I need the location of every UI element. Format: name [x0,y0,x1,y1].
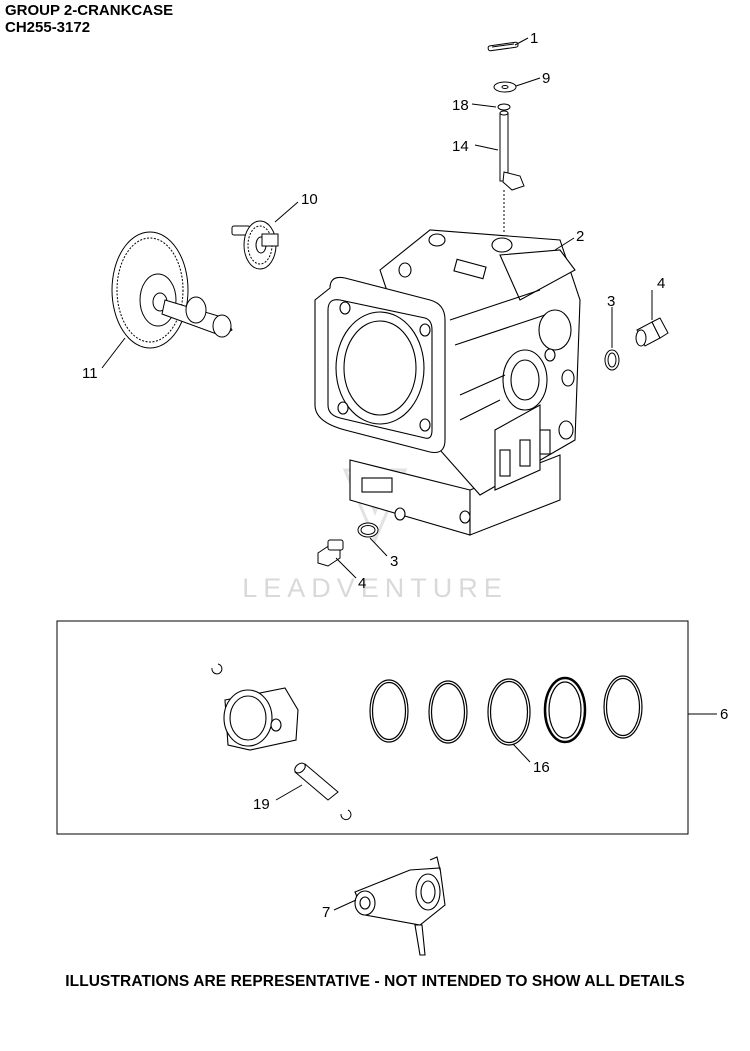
callout-19: 19 [253,796,270,813]
part-3-oring-lower[interactable] [357,522,379,538]
watermark-logo: LEADVENTURE [242,468,508,603]
callout-4-lower: 4 [358,575,366,592]
callout-3-lower: 3 [390,553,398,570]
callout-11: 11 [82,365,98,382]
part-2-crankcase[interactable] [314,229,581,536]
leader-lines [101,37,717,911]
callout-1: 1 [530,30,538,47]
callout-9: 9 [542,70,550,87]
watermark-text: LEADVENTURE [242,573,508,603]
retaining-ring-lower[interactable] [340,809,352,821]
callout-14: 14 [452,138,469,155]
piston[interactable] [223,687,299,751]
part-14-shaft[interactable] [499,110,525,191]
part-1-key[interactable] [487,41,519,52]
part-3-oring-right[interactable] [604,349,620,371]
callout-7: 7 [322,904,330,921]
part-11-camshaft[interactable] [111,231,233,349]
callout-10: 10 [301,191,318,208]
callout-4-right: 4 [657,275,665,292]
part-10-gear[interactable] [231,220,279,270]
part-4-plug-lower[interactable] [317,539,344,567]
group-title: GROUP 2-CRANKCASE [5,2,174,19]
retaining-ring-upper[interactable] [211,663,223,675]
disclaimer-footer: ILLUSTRATIONS ARE REPRESENTATIVE - NOT I… [65,973,685,990]
part-9-washer[interactable] [493,81,517,93]
part-4-plug-right[interactable] [635,317,669,347]
callout-3-right: 3 [607,293,615,310]
callout-2: 2 [576,228,584,245]
part-18-washer[interactable] [497,103,511,111]
part-7-connecting-rod[interactable] [354,856,446,956]
part-19-piston-pin[interactable] [293,761,339,801]
callout-16: 16 [533,759,550,776]
part-16-piston-rings[interactable] [369,675,643,746]
piston-kit-box [56,620,689,835]
callout-6: 6 [720,706,728,723]
model-code: CH255-3172 [5,19,91,36]
callout-18: 18 [452,97,469,114]
